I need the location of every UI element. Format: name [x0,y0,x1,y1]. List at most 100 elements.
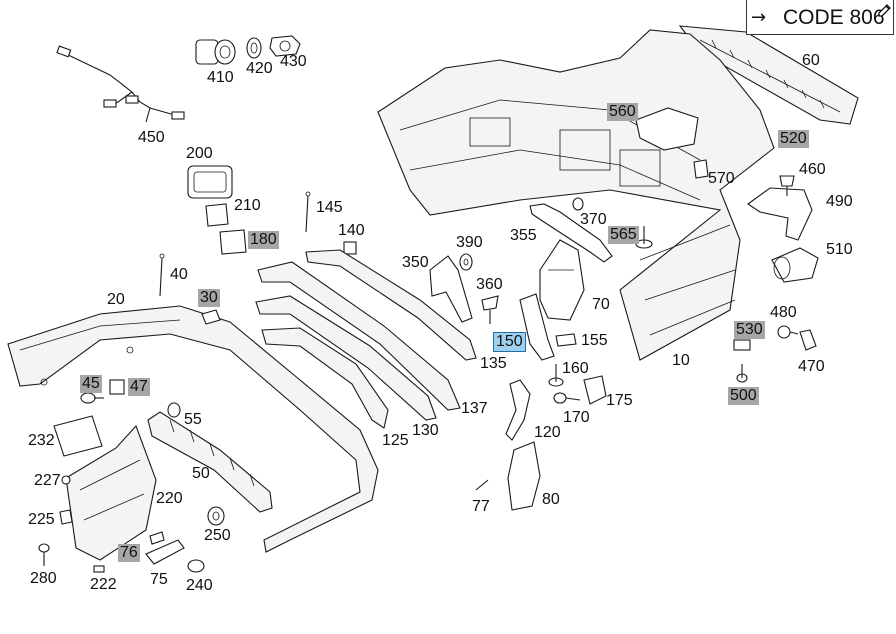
part-label-10[interactable]: 10 [672,352,690,369]
part-label-76[interactable]: 76 [118,544,140,562]
part-label-200[interactable]: 200 [186,145,213,162]
code-legend-box: → CODE 806 [746,0,894,35]
part-label-70[interactable]: 70 [592,296,610,313]
part-label-250[interactable]: 250 [204,527,231,544]
part-label-390[interactable]: 390 [456,234,483,251]
part-label-220[interactable]: 220 [156,490,183,507]
part-label-47[interactable]: 47 [128,378,150,396]
part-label-45[interactable]: 45 [80,375,102,393]
part-label-175[interactable]: 175 [606,392,633,409]
part-label-490[interactable]: 490 [826,193,853,210]
clip-47 [109,379,125,395]
part-label-135[interactable]: 135 [480,355,507,372]
screw-170 [553,392,581,404]
part-label-80[interactable]: 80 [542,491,560,508]
part-label-510[interactable]: 510 [826,241,853,258]
part-label-370[interactable]: 370 [580,211,607,228]
part-label-480[interactable]: 480 [770,304,797,321]
part-label-500[interactable]: 500 [728,387,759,405]
clip-76 [149,531,165,545]
part-label-55[interactable]: 55 [184,411,202,428]
trim-120 [505,379,531,441]
part-label-520[interactable]: 520 [778,130,809,148]
part-label-150[interactable]: 150 [493,332,526,352]
trim-strip-125 [261,327,389,429]
clip-360 [481,295,499,324]
part-label-50[interactable]: 50 [192,465,210,482]
screw-160 [548,364,564,387]
part-label-20[interactable]: 20 [107,291,125,308]
part-label-470[interactable]: 470 [798,358,825,375]
wiring-harness-450 [56,45,185,123]
bracket-70 [539,239,585,321]
part-label-240[interactable]: 240 [186,577,213,594]
sensor-510 [771,247,819,283]
bracket-350 [429,255,473,323]
part-label-420[interactable]: 420 [246,60,273,77]
impact-absorber-50 [147,411,273,513]
mudflap-80 [507,441,541,511]
trim-strip-137 [257,261,461,411]
part-label-145[interactable]: 145 [316,199,343,216]
clip-140 [343,241,357,255]
part-label-140[interactable]: 140 [338,222,365,239]
bolt-565 [635,226,653,249]
bracket-150 [519,293,555,361]
part-label-210[interactable]: 210 [234,197,261,214]
connector-470 [799,329,817,351]
part-label-155[interactable]: 155 [581,332,608,349]
bracket-175 [583,375,607,405]
part-label-450[interactable]: 450 [138,129,165,146]
part-label-430[interactable]: 430 [280,53,307,70]
part-label-565[interactable]: 565 [608,226,639,244]
screw-45 [80,392,104,404]
rear-bumper-cover-10 [377,29,775,361]
part-label-530[interactable]: 530 [734,321,765,339]
part-label-410[interactable]: 410 [207,69,234,86]
part-label-225[interactable]: 225 [28,511,55,528]
clip-530 [733,339,751,351]
part-label-30[interactable]: 30 [198,289,220,307]
part-label-232[interactable]: 232 [28,432,55,449]
part-label-560[interactable]: 560 [607,103,638,121]
pencil-icon[interactable] [876,2,894,20]
part-label-227[interactable]: 227 [34,472,61,489]
part-label-77[interactable]: 77 [472,498,490,515]
part-label-460[interactable]: 460 [799,161,826,178]
holder-180 [219,229,247,255]
arrow-right-icon: → [751,7,767,28]
trim-strip-130 [255,295,437,421]
grommet-250 [207,506,225,526]
washer-370 [572,197,584,211]
part-label-222[interactable]: 222 [90,576,117,593]
clip-570 [693,159,709,179]
clip-480 [777,325,799,339]
plug-240 [187,559,205,573]
sensor-holder-430 [269,35,301,57]
part-label-350[interactable]: 350 [402,254,429,271]
part-label-360[interactable]: 360 [476,276,503,293]
rod-145 [305,191,311,233]
part-label-75[interactable]: 75 [150,571,168,588]
part-label-570[interactable]: 570 [708,170,735,187]
part-label-120[interactable]: 120 [534,424,561,441]
part-label-125[interactable]: 125 [382,432,409,449]
part-label-355[interactable]: 355 [510,227,537,244]
part-label-60[interactable]: 60 [802,52,820,69]
screw-280 [38,543,50,566]
lower-bumper-20 [7,305,379,553]
part-label-40[interactable]: 40 [170,266,188,283]
part-label-137[interactable]: 137 [461,400,488,417]
clip-155 [555,333,577,347]
part-label-180[interactable]: 180 [248,231,279,249]
washer-390 [459,253,473,271]
support-355 [529,203,613,263]
part-label-130[interactable]: 130 [412,422,439,439]
part-label-280[interactable]: 280 [30,570,57,587]
cover-200 [187,165,233,199]
part-label-160[interactable]: 160 [562,360,589,377]
parking-sensor-410 [195,39,236,65]
part-label-170[interactable]: 170 [563,409,590,426]
